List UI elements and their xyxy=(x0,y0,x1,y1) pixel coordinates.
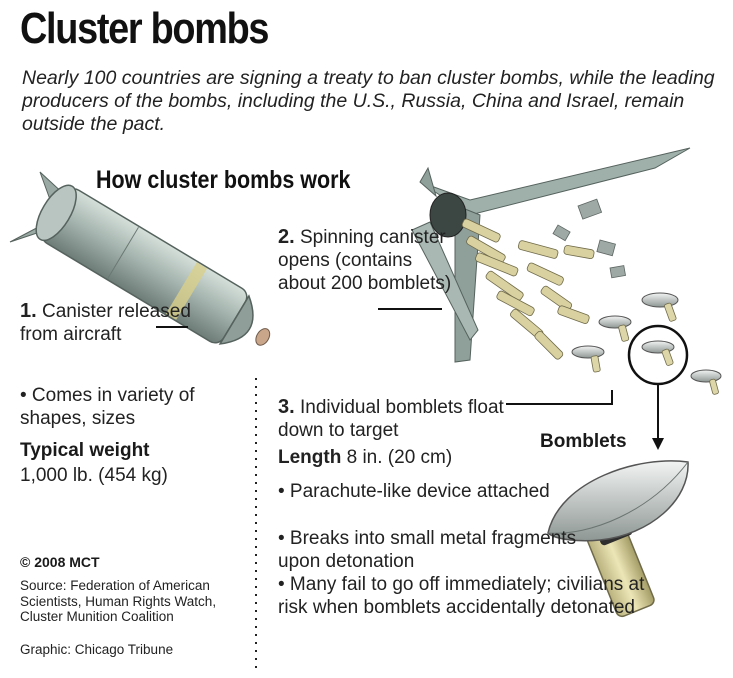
source-credit: Source: Federation of American Scientist… xyxy=(20,578,217,624)
weight-value: 1,000 lb. (454 kg) xyxy=(20,465,168,486)
leader-line-3 xyxy=(506,390,613,405)
step-3-bullet: • Parachute-like device attached xyxy=(278,481,550,502)
step-1-number: 1. xyxy=(20,300,37,322)
page-title: Cluster bombs xyxy=(20,4,269,53)
step-1-text: Canister released from aircraft xyxy=(20,301,191,345)
step-1-description: 1. Canister released from aircraft xyxy=(20,300,200,346)
zoom-circle xyxy=(627,324,689,386)
length-value: 8 in. (20 cm) xyxy=(346,447,453,468)
graphic-credit: Graphic: Chicago Tribune xyxy=(20,642,174,657)
zoom-pointer-arrow xyxy=(652,438,664,450)
copyright: © 2008 MCT xyxy=(20,554,100,570)
length-label: Length xyxy=(278,447,342,468)
falling-bomblets xyxy=(571,292,722,395)
step-3-bullet: • Breaks into small metal fragments upon… xyxy=(278,528,577,572)
canister-drawing xyxy=(9,171,271,346)
step-2-number: 2. xyxy=(278,226,295,248)
spinning-canister-drawing xyxy=(411,147,691,363)
step-2-description: 2. Spinning canister opens (contains abo… xyxy=(278,226,453,295)
step-3-text: Individual bomblets float down to target xyxy=(278,397,504,441)
bomblets-label: Bomblets xyxy=(540,431,627,452)
intro-text: Nearly 100 countries are signing a treat… xyxy=(22,67,715,135)
step-3-number: 3. xyxy=(278,396,295,418)
length-spec: Length 8 in. (20 cm) xyxy=(278,446,452,469)
step-3-bullet: • Many fail to go off immediately; civil… xyxy=(278,574,645,618)
step-1-bullet: • Comes in variety of shapes, sizes xyxy=(20,385,195,429)
bomblet-closeup xyxy=(547,460,689,618)
step-3-description: 3. Individual bomblets float down to tar… xyxy=(278,396,518,442)
section-heading: How cluster bombs work xyxy=(96,166,351,194)
weight-label: Typical weight xyxy=(20,440,150,461)
step-2-text: Spinning canister opens (contains about … xyxy=(278,227,452,294)
